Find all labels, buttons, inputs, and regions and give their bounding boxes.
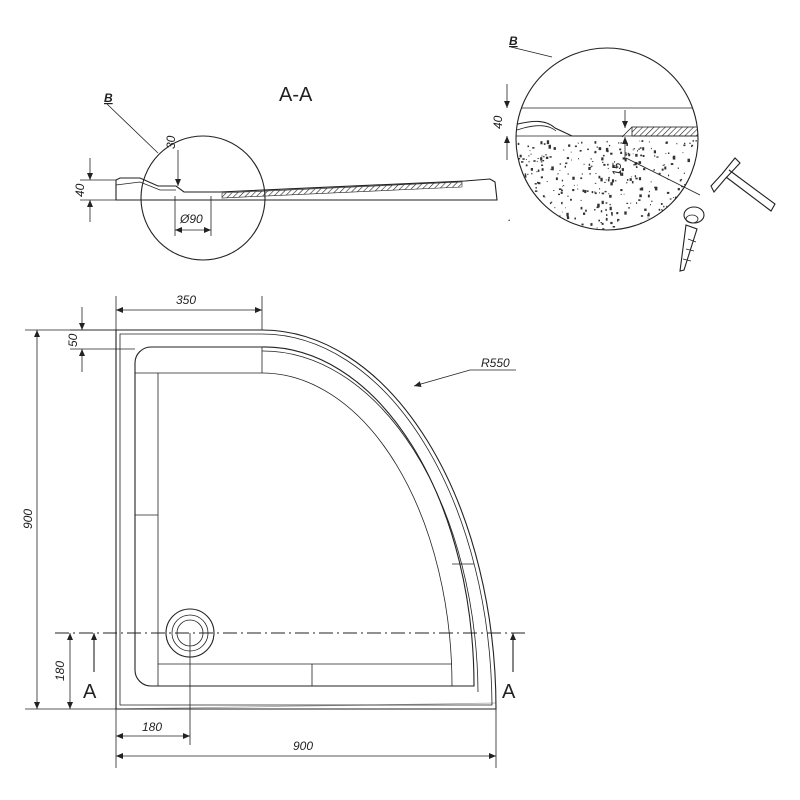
- hammer-icon: [710, 157, 776, 212]
- section-title: A-A: [279, 84, 313, 106]
- section-marker-right: A: [502, 681, 516, 703]
- detail-b-label: B: [104, 91, 113, 105]
- detail-b-zoom-circle: [515, 47, 699, 231]
- dim-drain-diameter: Ø90: [179, 212, 203, 226]
- dim-radius: R550: [481, 356, 510, 370]
- dim-top-width: 350: [176, 293, 196, 307]
- anchor-bolt-icon: [679, 206, 705, 272]
- detail-b-circle: [140, 135, 266, 261]
- svg-text:.: .: [508, 210, 511, 224]
- dim-rim-height: 40: [73, 183, 87, 197]
- dim-overall-depth: 900: [21, 509, 35, 529]
- tray-outer-outline: [115, 329, 497, 710]
- tray-base-hatch: [221, 181, 463, 199]
- detail-b-view: B 40 15 .: [491, 34, 776, 272]
- dim-drain-y: 180: [53, 661, 67, 681]
- detail-hatch-strip: [631, 126, 698, 137]
- dim-drain-offset: 30: [164, 135, 178, 149]
- tray-inner-basin: [134, 346, 475, 687]
- section-a-a-view: A-A B 40 30 Ø90: [73, 84, 498, 261]
- section-marker-left: A: [83, 681, 97, 703]
- dim-detail-rim-height: 40: [491, 115, 505, 129]
- concrete-base: [516, 140, 698, 230]
- plan-view: A A 350 50 900 180 180 900: [21, 293, 525, 768]
- detail-b-zoom-label: B: [509, 34, 518, 48]
- dim-detail-depth: 15: [610, 162, 624, 176]
- dim-rim-width: 50: [66, 333, 80, 347]
- dim-overall-width: 900: [293, 739, 313, 753]
- dim-drain-x: 180: [142, 720, 162, 734]
